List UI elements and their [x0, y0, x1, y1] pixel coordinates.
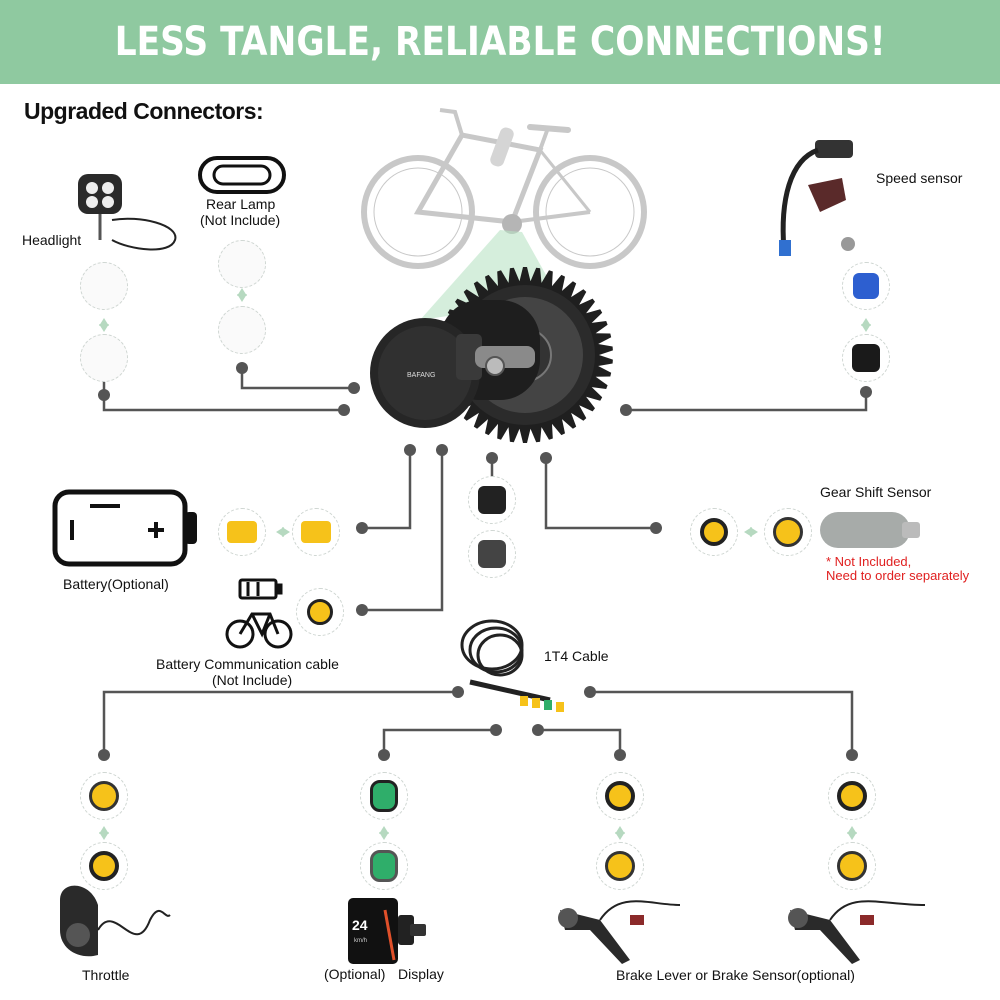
- battery-comm-label: Battery Communication cable: [156, 656, 339, 672]
- rear-lamp-label: Rear Lamp: [206, 196, 276, 212]
- cable-label: 1T4 Cable: [544, 648, 609, 664]
- throttle-label: Throttle: [82, 967, 130, 983]
- rear-lamp-connector-male: [218, 306, 266, 354]
- rear-lamp-connector-female: [218, 240, 266, 288]
- gear-shift-sensor-icon: [820, 512, 920, 548]
- gear-note-line2: Need to order separately: [826, 568, 970, 583]
- bike-illustration: [361, 108, 647, 269]
- motor-brand: BAFANG: [407, 372, 435, 379]
- mid-drive-motor: [370, 267, 613, 443]
- speed-sensor-connector-male: [842, 334, 890, 382]
- banner-title: LESS TANGLE, RELIABLE CONNECTIONS!: [114, 19, 886, 65]
- throttle-connector-female: [80, 772, 128, 820]
- battery-xt-connector-male: [292, 508, 340, 556]
- gear-sensor-connector-female: [690, 508, 738, 556]
- speed-sensor-icon: [779, 140, 855, 256]
- battery-icon: [52, 489, 197, 567]
- headlight-connector-male: [80, 334, 128, 382]
- speed-sensor-connector-female: [842, 262, 890, 310]
- brake-left-connector-male: [596, 842, 644, 890]
- headlight-icon: [78, 174, 177, 251]
- brake-left-connector-female: [596, 772, 644, 820]
- gear-shift-sensor-label: Gear Shift Sensor: [820, 484, 932, 500]
- battery-xt-connector-female: [218, 508, 266, 556]
- motor-main-connector: [468, 476, 516, 524]
- battery-comm-connector: [296, 588, 344, 636]
- throttle-connector-male: [80, 842, 128, 890]
- display-unit: km/h: [354, 938, 367, 944]
- headlight-connector-female: [80, 262, 128, 310]
- gear-sensor-connector-male: [764, 508, 812, 556]
- rear-lamp-note: (Not Include): [200, 212, 281, 228]
- battery-comm-note: (Not Include): [212, 672, 293, 688]
- display-label: Display: [398, 966, 444, 982]
- title-banner: LESS TANGLE, RELIABLE CONNECTIONS!: [0, 0, 1000, 84]
- display-connector-male: [360, 842, 408, 890]
- section-title: Upgraded Connectors:: [24, 98, 264, 124]
- cable-coil-icon: [460, 619, 564, 712]
- brake-label: Brake Lever or Brake Sensor(optional): [616, 967, 855, 983]
- cable-main-connector: [468, 530, 516, 578]
- display-connector-female: [360, 772, 408, 820]
- wire-dots: [98, 362, 872, 761]
- brake-lever-left-icon: [558, 900, 681, 964]
- rear-lamp-icon: [198, 156, 286, 194]
- battery-label: Battery(Optional): [63, 576, 169, 592]
- throttle-icon: [60, 885, 171, 957]
- gear-note-line1: * Not Included,: [826, 554, 912, 569]
- display-optional-label: (Optional): [324, 966, 386, 982]
- speed-sensor-label: Speed sensor: [876, 170, 963, 186]
- headlight-label: Headlight: [22, 232, 82, 248]
- brake-right-connector-female: [828, 772, 876, 820]
- pair-arrows: [99, 288, 871, 840]
- display-speed: 24: [352, 917, 368, 933]
- brake-lever-right-icon: [788, 900, 926, 964]
- display-icon: [348, 898, 426, 964]
- battery-comm-icon: [225, 578, 293, 649]
- brake-right-connector-male: [828, 842, 876, 890]
